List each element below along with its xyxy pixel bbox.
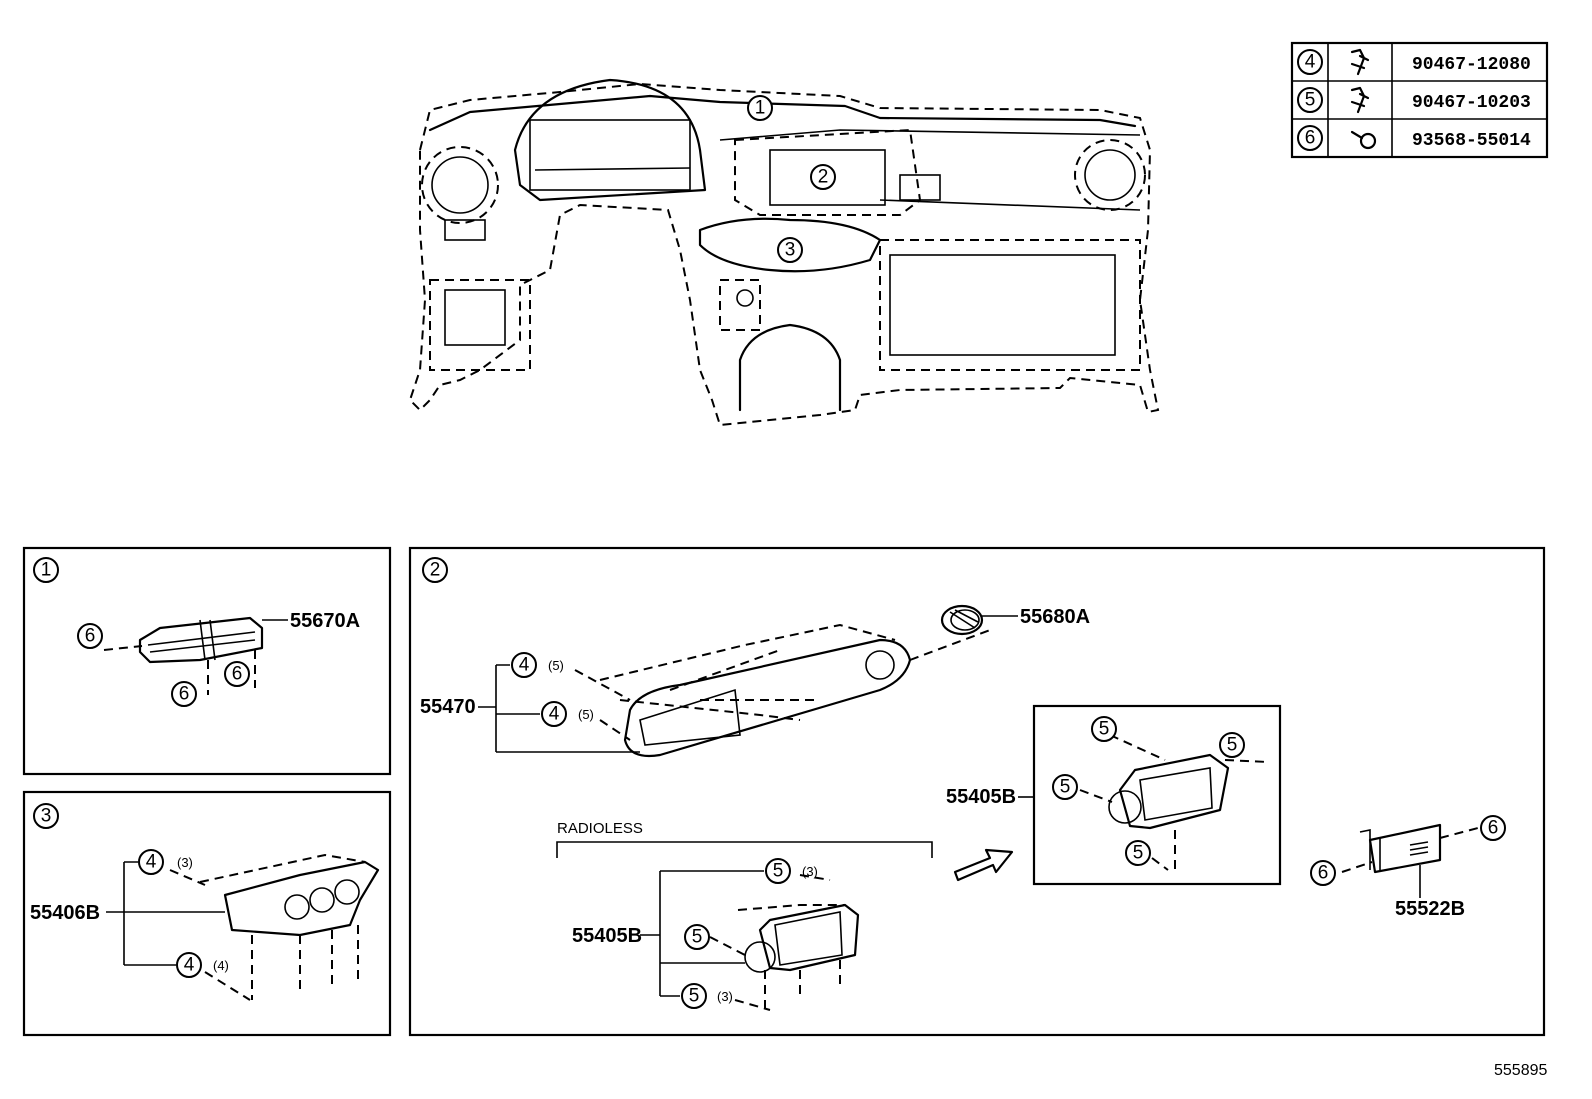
clip-callout-5[interactable]: 5 xyxy=(1052,774,1078,800)
part-number-55470: 55470 xyxy=(420,696,476,718)
clip-callout-4[interactable]: 4 xyxy=(511,652,537,678)
svg-text:4: 4 xyxy=(1305,52,1316,73)
svg-text:90467-10203: 90467-10203 xyxy=(1412,93,1531,113)
svg-text:6: 6 xyxy=(1488,818,1499,839)
side-vent-illustration xyxy=(138,616,264,664)
round-vent-illustration xyxy=(940,604,984,636)
table-row: 6 93568-55014 xyxy=(1297,125,1531,151)
svg-text:6: 6 xyxy=(1318,863,1329,884)
svg-text:5: 5 xyxy=(1305,90,1316,111)
overview-callout-2[interactable]: 2 xyxy=(810,164,836,190)
panel-2: 2 55470 4 (5) 4 (5) 55680 xyxy=(408,546,1546,1037)
clip-callout-4[interactable]: 4 xyxy=(138,849,164,875)
part-number-55405B-radio: 55405B xyxy=(946,786,1016,808)
svg-text:1: 1 xyxy=(755,98,766,119)
svg-text:(3): (3) xyxy=(802,864,818,879)
center-bezel-illustration xyxy=(599,623,991,758)
fastener-table: 4 90467-12080 5 90467-10203 6 93568-5501… xyxy=(1290,41,1549,159)
svg-text:(5): (5) xyxy=(548,658,564,673)
svg-text:90467-12080: 90467-12080 xyxy=(1412,55,1531,75)
overview-callout-1[interactable]: 1 xyxy=(747,95,773,121)
svg-text:93568-55014: 93568-55014 xyxy=(1412,131,1531,151)
screw-callout-6[interactable]: 6 xyxy=(224,661,250,687)
part-number-55670A: 55670A xyxy=(290,610,360,632)
switch-illustration xyxy=(1341,823,1479,874)
svg-text:(3): (3) xyxy=(717,989,733,1004)
svg-text:4: 4 xyxy=(184,955,195,976)
part-number-55405B-radioless: 55405B xyxy=(572,925,642,947)
clip-callout-5[interactable]: 5 xyxy=(1091,716,1117,742)
svg-text:5: 5 xyxy=(1060,777,1071,798)
svg-text:(4): (4) xyxy=(213,958,229,973)
screw-callout-6[interactable]: 6 xyxy=(77,623,103,649)
arrow-icon xyxy=(953,848,1014,882)
radioless-panel-illustration xyxy=(737,903,860,1010)
svg-text:3: 3 xyxy=(41,806,52,827)
radioless-label: RADIOLESS xyxy=(557,820,643,837)
svg-text:5: 5 xyxy=(1227,735,1238,756)
screw-icon xyxy=(1350,130,1377,150)
svg-text:5: 5 xyxy=(692,927,703,948)
svg-text:5: 5 xyxy=(1133,843,1144,864)
svg-text:4: 4 xyxy=(519,655,530,676)
panel-1: 1 55670A 6 6 6 xyxy=(22,546,392,776)
panel-3-ref: 3 xyxy=(33,803,59,829)
panel-2-ref: 2 xyxy=(422,557,448,583)
svg-text:(5): (5) xyxy=(578,707,594,722)
svg-text:6: 6 xyxy=(232,664,243,685)
svg-text:5: 5 xyxy=(689,986,700,1007)
svg-text:5: 5 xyxy=(773,861,784,882)
table-row: 5 90467-10203 xyxy=(1297,86,1531,114)
svg-text:2: 2 xyxy=(818,167,829,188)
clip-callout-5[interactable]: 5 xyxy=(684,924,710,950)
svg-text:1: 1 xyxy=(41,560,52,581)
svg-text:2: 2 xyxy=(430,560,441,581)
svg-text:5: 5 xyxy=(1099,719,1110,740)
dashboard-overview xyxy=(408,78,1160,427)
clip-icon xyxy=(1350,86,1370,114)
screw-callout-6[interactable]: 6 xyxy=(1310,860,1336,886)
screw-callout-6[interactable]: 6 xyxy=(1480,815,1506,841)
svg-text:3: 3 xyxy=(785,240,796,261)
clip-callout-5[interactable]: 5 xyxy=(681,983,707,1009)
part-number-55522B: 55522B xyxy=(1395,898,1465,920)
svg-text:4: 4 xyxy=(146,852,157,873)
svg-text:6: 6 xyxy=(179,684,190,705)
clip-callout-5[interactable]: 5 xyxy=(765,858,791,884)
panel-3: 3 55406B 4 (3) 4 (4) xyxy=(22,790,392,1037)
clip-callout-4[interactable]: 4 xyxy=(176,952,202,978)
svg-text:6: 6 xyxy=(1305,128,1316,149)
table-row: 4 90467-12080 xyxy=(1297,48,1531,76)
svg-text:(3): (3) xyxy=(177,855,193,870)
figure-number: 555895 xyxy=(1494,1062,1547,1079)
panel-1-ref: 1 xyxy=(33,557,59,583)
part-number-55680A: 55680A xyxy=(1020,606,1090,628)
clip-callout-5[interactable]: 5 xyxy=(1219,732,1245,758)
overview-callout-3[interactable]: 3 xyxy=(777,237,803,263)
radio-panel-illustration xyxy=(1108,734,1269,870)
center-lower-panel-illustration xyxy=(199,853,380,1000)
part-number-55406B: 55406B xyxy=(30,902,100,924)
svg-text:4: 4 xyxy=(549,704,560,725)
screw-callout-6[interactable]: 6 xyxy=(171,681,197,707)
svg-text:6: 6 xyxy=(85,626,96,647)
clip-icon xyxy=(1350,48,1370,76)
clip-callout-5[interactable]: 5 xyxy=(1125,840,1151,866)
radio-variant-box xyxy=(1032,704,1282,886)
clip-callout-4[interactable]: 4 xyxy=(541,701,567,727)
